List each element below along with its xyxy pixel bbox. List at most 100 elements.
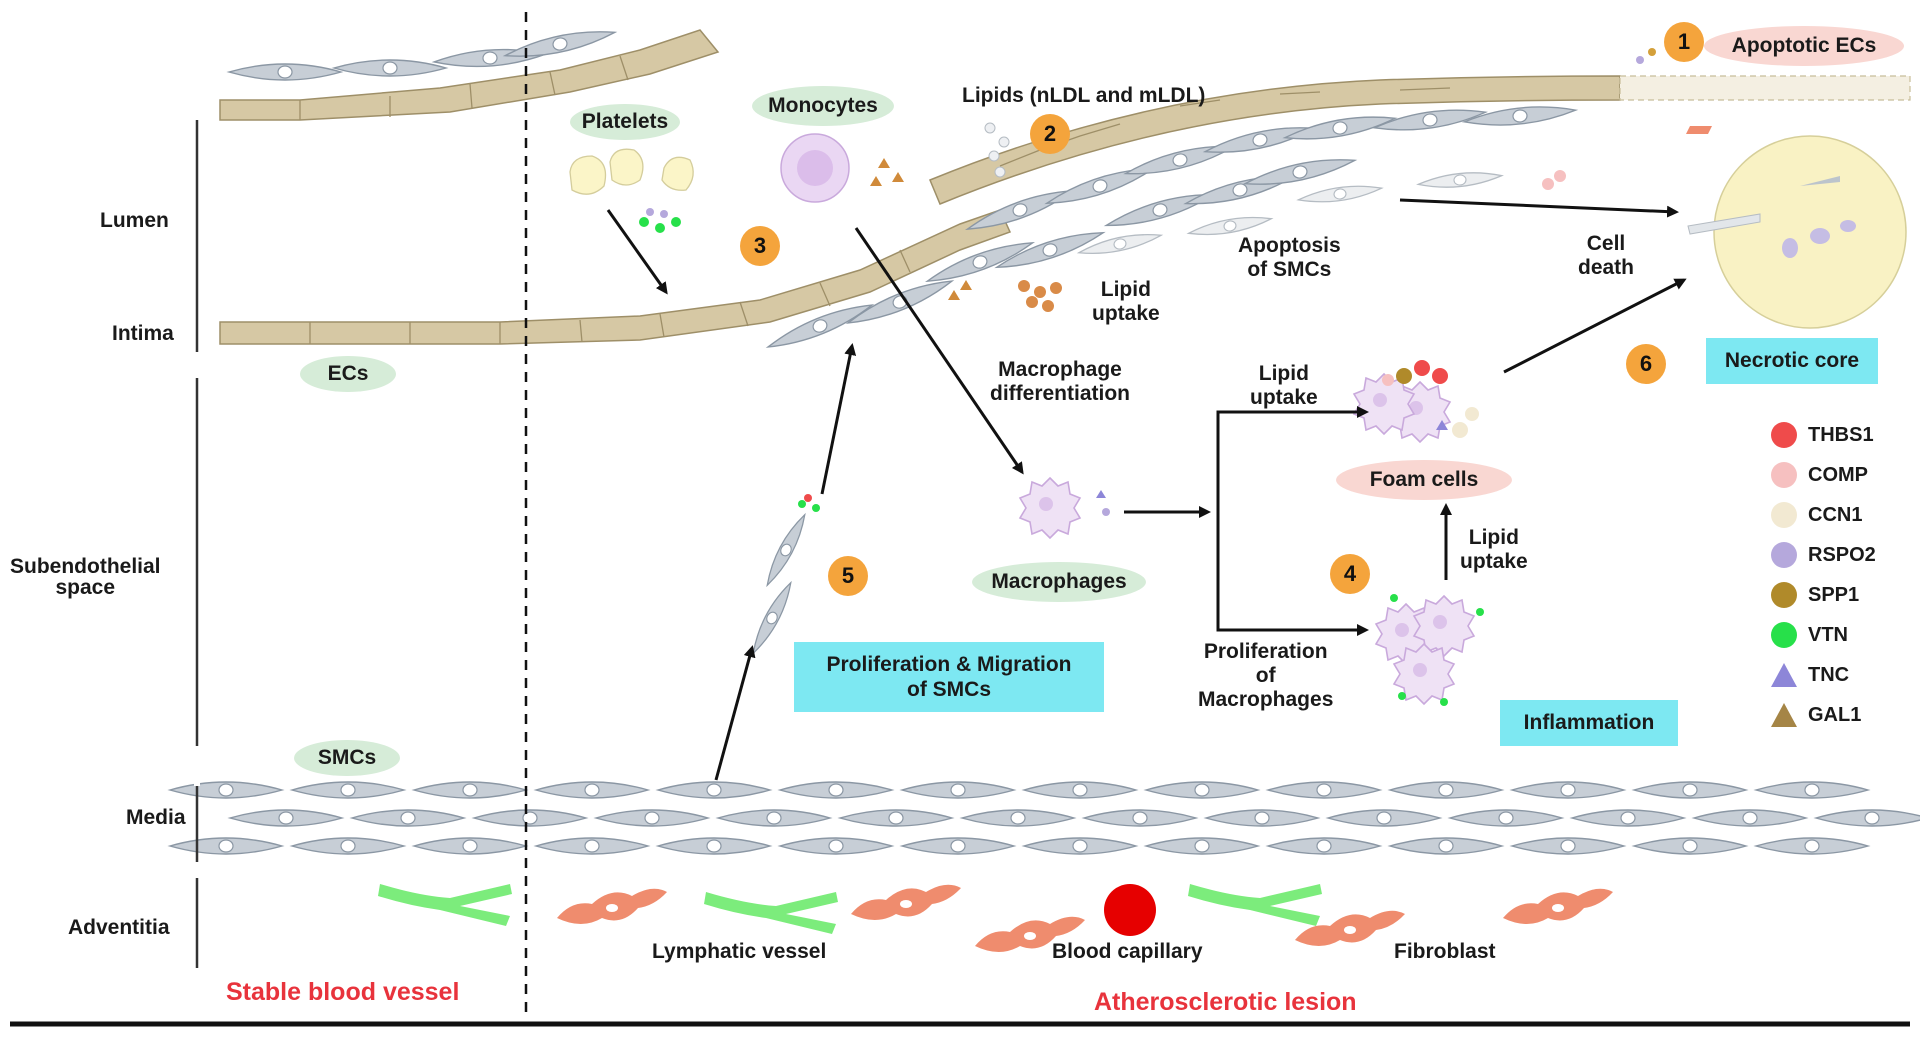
lymphatic-vessel-shape xyxy=(378,884,512,926)
lipid-uptake-label-3: Lipid uptake xyxy=(1460,526,1528,574)
media-smc xyxy=(1389,837,1503,855)
legend-label: CCN1 xyxy=(1808,503,1863,526)
cell-death-line1: Cell xyxy=(1586,232,1626,255)
apoptotic-ecs-label: Apoptotic ECs xyxy=(1704,26,1904,66)
media-smc xyxy=(1327,809,1441,827)
prolif-migration-box: Proliferation & Migration of SMCs xyxy=(794,642,1104,712)
media-smc xyxy=(1023,837,1137,855)
media-smc xyxy=(1145,837,1259,855)
inflammation-cluster xyxy=(1375,594,1484,706)
legend-item: VTN xyxy=(1770,618,1848,652)
lesion-smc-band xyxy=(764,101,1578,356)
macrophage-diff-line2: differentiation xyxy=(990,382,1130,406)
platelets-group xyxy=(569,148,694,233)
legend-item: SPP1 xyxy=(1770,578,1859,612)
lymphatic-vessel-shape xyxy=(704,892,838,934)
legend-circle-icon xyxy=(1771,502,1797,528)
media-smc xyxy=(1449,809,1563,827)
media-smc xyxy=(351,809,465,827)
subendothelial-line2: space xyxy=(55,576,116,599)
lipid-uptake-label-2: Lipid uptake xyxy=(1250,362,1318,410)
media-smc xyxy=(1693,809,1807,827)
step-3-badge: 3 xyxy=(740,226,780,266)
media-smc xyxy=(1815,809,1920,827)
lipid-uptake-3-line1: Lipid xyxy=(1468,526,1519,549)
media-smc xyxy=(1571,809,1685,827)
step-1-badge: 1 xyxy=(1664,22,1704,62)
media-smc xyxy=(291,781,405,799)
legend-label: VTN xyxy=(1808,623,1848,646)
prolif-macro-line1: Proliferation xyxy=(1203,640,1328,663)
lipid-uptake-1-line2: uptake xyxy=(1092,302,1160,326)
lipids-label: Lipids (nLDL and mLDL) xyxy=(962,84,1206,107)
fibroblast-shape xyxy=(851,884,961,920)
media-smc xyxy=(1267,781,1381,799)
fibroblast-shape xyxy=(1503,888,1613,924)
lipid-uptake-3-line2: uptake xyxy=(1460,550,1528,574)
media-smc xyxy=(901,781,1015,799)
layer-label-subendothelial: Subendothelial space xyxy=(10,556,161,598)
cell-death-label: Cell death xyxy=(1578,232,1634,280)
legend-label: THBS1 xyxy=(1808,423,1874,446)
inflammation-box: Inflammation xyxy=(1500,700,1678,746)
step-4-badge: 4 xyxy=(1330,554,1370,594)
macrophage-diff-line1: Macrophage xyxy=(998,358,1122,381)
prolif-macro-line2: of xyxy=(1255,664,1276,688)
subendothelial-line1: Subendothelial xyxy=(10,555,161,578)
legend-circle-icon xyxy=(1771,582,1797,608)
media-smc xyxy=(595,809,709,827)
smcs-label: SMCs xyxy=(294,740,400,776)
apoptotic-ec-markers xyxy=(1542,48,1712,190)
media-smc xyxy=(779,837,893,855)
legend-circle-icon xyxy=(1771,462,1797,488)
lipid-uptake-2-line2: uptake xyxy=(1250,386,1318,410)
media-smc xyxy=(779,781,893,799)
legend-item: TNC xyxy=(1770,658,1849,692)
media-smc xyxy=(839,809,953,827)
media-smc xyxy=(1145,781,1259,799)
media-smc-layer xyxy=(169,781,1920,855)
layer-label-lumen: Lumen xyxy=(100,209,169,232)
media-smc xyxy=(169,837,283,855)
legend-triangle-icon xyxy=(1771,663,1797,687)
ecs-label: ECs xyxy=(300,356,396,392)
media-smc xyxy=(1633,837,1747,855)
intima-ec-layer xyxy=(219,209,1012,345)
layer-label-intima: Intima xyxy=(112,322,174,345)
stable-vessel-label: Stable blood vessel xyxy=(226,978,460,1006)
media-smc xyxy=(1633,781,1747,799)
media-smc xyxy=(657,837,771,855)
blood-capillary-label: Blood capillary xyxy=(1052,940,1203,963)
apoptosis-line1: Apoptosis xyxy=(1238,234,1341,257)
media-smc xyxy=(1755,781,1869,799)
media-smc xyxy=(229,809,343,827)
lipid-particles xyxy=(984,122,1010,178)
media-smc xyxy=(657,781,771,799)
macrophage-cell xyxy=(1019,477,1110,539)
media-smc xyxy=(291,837,405,855)
media-smc xyxy=(413,837,527,855)
legend-circle-icon xyxy=(1771,542,1797,568)
step-5-badge: 5 xyxy=(828,556,868,596)
media-smc xyxy=(717,809,831,827)
lipid-uptake-1-line1: Lipid xyxy=(1100,278,1151,301)
macrophage-diff-label: Macrophage differentiation xyxy=(990,358,1130,406)
stable-ec-top xyxy=(219,29,720,121)
prolif-migration-line1: Proliferation & Migration xyxy=(826,652,1072,676)
platelets-label: Platelets xyxy=(570,104,680,140)
legend-label: GAL1 xyxy=(1808,703,1862,726)
media-smc xyxy=(1083,809,1197,827)
media-smc xyxy=(1267,837,1381,855)
media-smc xyxy=(961,809,1075,827)
necrotic-core-box: Necrotic core xyxy=(1706,338,1878,384)
fibroblast-shape xyxy=(557,888,667,924)
media-smc xyxy=(1511,837,1625,855)
media-smc xyxy=(473,809,587,827)
media-smc xyxy=(535,781,649,799)
monocytes-label: Monocytes xyxy=(752,86,894,126)
legend-item: THBS1 xyxy=(1770,418,1874,452)
legend-circle-icon xyxy=(1771,422,1797,448)
adventitia-elements xyxy=(378,884,1613,952)
legend-triangle-icon xyxy=(1771,703,1797,727)
